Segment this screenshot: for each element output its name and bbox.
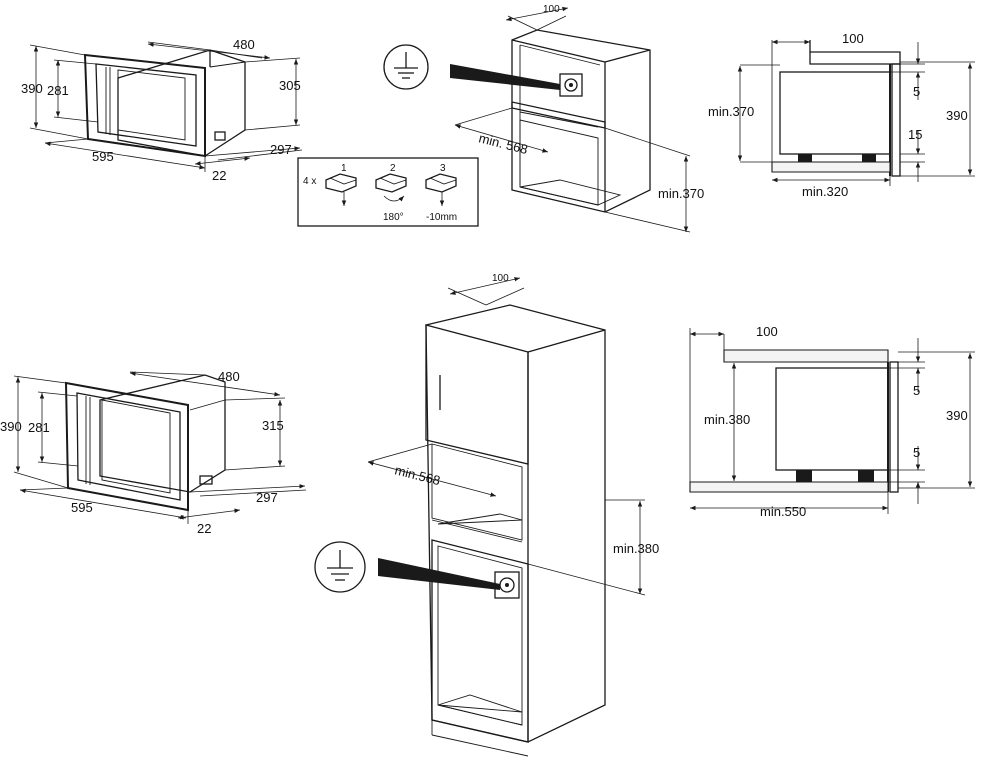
- section-bottom-drawing: [689, 349, 899, 493]
- dim-c-height: 390: [946, 108, 968, 123]
- dim-a-frame: 22: [212, 168, 226, 183]
- cabinet-top-drawing: [383, 29, 651, 213]
- dim-b-top-gap: 100: [543, 4, 560, 15]
- cabinet-top-dimensions: [454, 6, 691, 233]
- dim-d-front-width: 595: [71, 500, 93, 515]
- dim-f-height: 390: [946, 408, 968, 423]
- dim-f-top: 100: [756, 324, 778, 339]
- step-2-label: 2: [390, 163, 396, 174]
- tall-cabinet-drawing: [314, 304, 606, 757]
- dim-d-frame: 22: [197, 521, 211, 536]
- dim-e-width: min.568: [393, 462, 442, 488]
- tall-cabinet-dimensions: [367, 277, 646, 596]
- dim-c-left-height: min.370: [708, 104, 754, 119]
- section-top-dimensions: [737, 39, 975, 186]
- bracket-steps-box: [297, 157, 479, 227]
- dim-a-width: 480: [233, 37, 255, 52]
- dim-f-left-height: min.380: [704, 412, 750, 427]
- dim-f-gap-bottom: 5: [913, 445, 920, 460]
- dim-a-inner-height: 281: [47, 83, 69, 98]
- dim-d-side: 297: [256, 490, 278, 505]
- dim-c-gap-top: 5: [913, 84, 920, 99]
- section-bottom-dimensions: [689, 328, 975, 514]
- dim-c-top: 100: [842, 31, 864, 46]
- dim-d-depth: 315: [262, 418, 284, 433]
- dim-f-gap-top: 5: [913, 383, 920, 398]
- section-top-drawing: [771, 40, 901, 177]
- step-2-rotation: 180°: [383, 212, 404, 223]
- step-1-icon: [325, 173, 357, 206]
- dim-d-inner-height: 281: [28, 420, 50, 435]
- dim-a-height: 390: [21, 81, 43, 96]
- dim-a-side: 297: [270, 142, 292, 157]
- dim-d-width: 480: [218, 369, 240, 384]
- step-3-icon: [425, 173, 457, 206]
- microwave-bottom-drawing: [64, 374, 226, 512]
- dim-b-width: min. 568: [477, 130, 529, 157]
- step-3-offset: -10mm: [426, 212, 457, 223]
- microwave-top-drawing: [83, 49, 246, 158]
- microwave-top-dimensions: [29, 41, 303, 172]
- dim-f-bottom-width: min.550: [760, 504, 806, 519]
- step-1-label: 1: [341, 163, 347, 174]
- microwave-bottom-dimensions: [13, 371, 307, 524]
- steps-count: 4 x: [303, 176, 316, 187]
- step-2-icon: [375, 173, 407, 202]
- dim-c-bottom-width: min.320: [802, 184, 848, 199]
- dim-a-depth: 305: [279, 78, 301, 93]
- dim-d-height: 390: [0, 419, 22, 434]
- dim-c-gap-bottom: 15: [908, 127, 922, 142]
- dim-e-height: min.380: [613, 541, 659, 556]
- dim-b-height: min.370: [658, 186, 704, 201]
- earth-icon-top: [383, 44, 429, 90]
- step-3-label: 3: [440, 163, 446, 174]
- earth-icon-bottom: [314, 541, 366, 593]
- dim-e-top-gap: 100: [492, 273, 509, 284]
- dim-a-front-width: 595: [92, 149, 114, 164]
